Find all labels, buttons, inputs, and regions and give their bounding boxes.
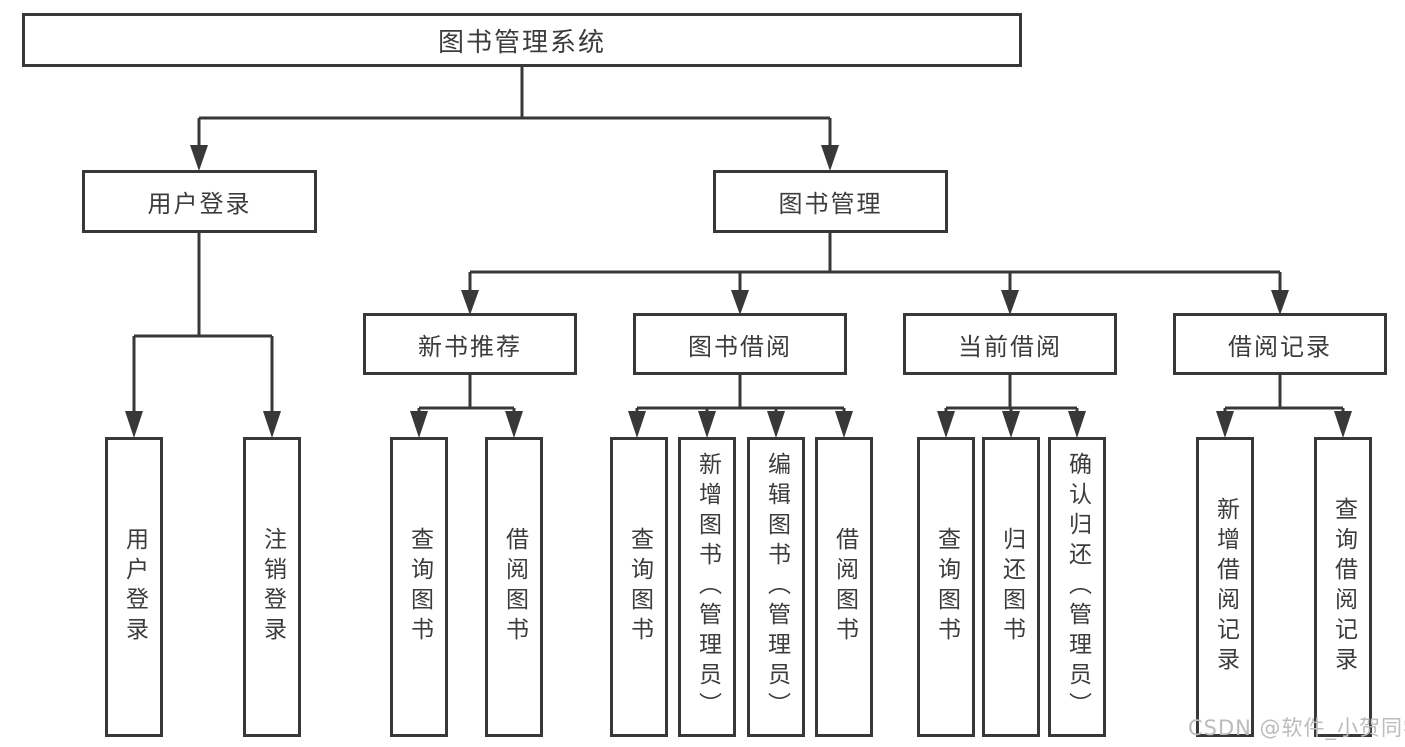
leaf-add-borrow-record: 新增借阅记录 <box>1196 437 1254 737</box>
node-current-borrowing: 当前借阅 <box>903 313 1117 375</box>
node-label: 查询图书 <box>626 527 653 647</box>
node-label: 编辑图书（管理员） <box>763 452 790 722</box>
node-borrowing-records: 借阅记录 <box>1173 313 1387 375</box>
node-new-book-recommend: 新书推荐 <box>363 313 577 375</box>
arrowhead <box>937 411 955 438</box>
arrowhead <box>698 411 716 438</box>
node-label: 图书管理 <box>778 190 883 218</box>
node-label: 用户登录 <box>121 527 148 647</box>
node-label: 查询图书 <box>406 527 433 647</box>
leaf-return-books: 归还图书 <box>982 437 1040 737</box>
arrowhead <box>835 411 853 438</box>
arrowhead <box>1216 411 1234 438</box>
leaf-user-login: 用户登录 <box>105 437 163 737</box>
node-label: 图书借阅 <box>688 332 792 361</box>
connector-book-mgmt-to-level3 <box>461 233 1289 315</box>
node-label: 新增图书（管理员） <box>694 452 721 722</box>
connector-root-to-level2 <box>190 67 839 171</box>
connector-user-login-subtree <box>125 233 281 438</box>
arrowhead <box>505 411 523 438</box>
connector-new-book-subtree <box>410 375 523 438</box>
leaf-query-books-recommend: 查询图书 <box>390 437 448 737</box>
leaf-confirm-return-admin: 确认归还（管理员） <box>1048 437 1106 737</box>
connector-borrow-record-subtree <box>1216 375 1352 438</box>
node-label: 新增借阅记录 <box>1212 497 1239 677</box>
arrowhead <box>190 145 208 171</box>
node-user-login: 用户登录 <box>82 170 317 233</box>
node-label: 新书推荐 <box>418 332 522 361</box>
arrowhead <box>410 411 428 438</box>
node-label: 借阅图书 <box>501 527 528 647</box>
node-label: 图书管理系统 <box>437 27 606 58</box>
node-label: 注销登录 <box>259 527 286 647</box>
leaf-borrow-books-recommend: 借阅图书 <box>485 437 543 737</box>
node-label: 确认归还（管理员） <box>1064 452 1091 722</box>
node-book-borrowing: 图书借阅 <box>633 313 847 375</box>
node-label: 归还图书 <box>998 527 1025 647</box>
arrowhead <box>1068 411 1086 438</box>
node-label: 借阅记录 <box>1228 332 1332 361</box>
arrowhead <box>628 411 646 438</box>
node-book-management: 图书管理 <box>713 170 948 233</box>
leaf-query-books-current: 查询图书 <box>917 437 975 737</box>
node-label: 查询图书 <box>933 527 960 647</box>
arrowhead <box>1002 411 1020 438</box>
leaf-logout: 注销登录 <box>243 437 301 737</box>
leaf-query-borrow-record: 查询借阅记录 <box>1314 437 1372 737</box>
node-label: 用户登录 <box>147 190 252 218</box>
node-label: 查询借阅记录 <box>1330 497 1357 677</box>
connector-current-borrow-subtree <box>937 375 1086 438</box>
leaf-borrow-books: 借阅图书 <box>815 437 873 737</box>
arrowhead <box>461 290 479 315</box>
arrowhead <box>821 145 839 171</box>
leaf-add-books-admin: 新增图书（管理员） <box>678 437 736 737</box>
arrowhead <box>1271 290 1289 315</box>
arrowhead <box>125 411 143 438</box>
node-root-library-system: 图书管理系统 <box>22 13 1022 67</box>
arrowhead <box>731 290 749 315</box>
node-label: 当前借阅 <box>958 332 1062 361</box>
arrowhead <box>263 411 281 438</box>
arrowhead <box>1001 290 1019 315</box>
arrowhead <box>1334 411 1352 438</box>
connector-book-borrow-subtree <box>628 375 853 438</box>
leaf-query-books-borrow: 查询图书 <box>610 437 668 737</box>
leaf-edit-books-admin: 编辑图书（管理员） <box>747 437 805 737</box>
arrowhead <box>767 411 785 438</box>
csdn-watermark: CSDN @软件_小贺同学 <box>1188 716 1405 740</box>
node-label: 借阅图书 <box>831 527 858 647</box>
